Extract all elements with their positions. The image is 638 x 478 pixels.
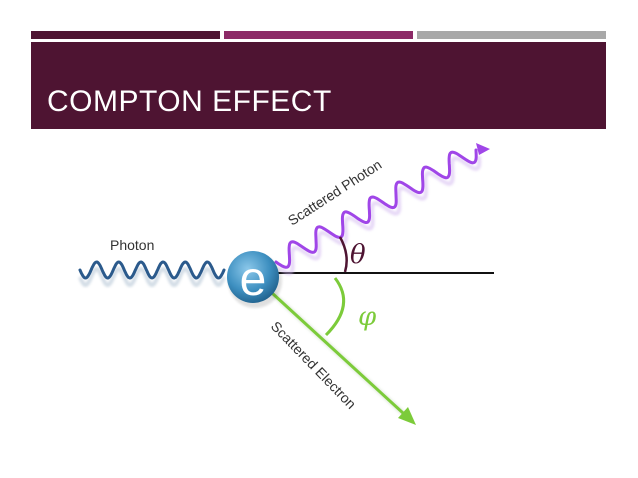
scattered-photon-shadow <box>277 155 482 276</box>
incoming-photon-label: Photon <box>110 237 154 253</box>
scattered-photon-arrowhead <box>476 143 490 155</box>
scattered-electron-arrowhead <box>398 407 416 425</box>
slide-title: COMPTON EFFECT <box>47 85 332 118</box>
phi-arc <box>324 277 346 337</box>
accent-bar-dark <box>31 31 220 39</box>
incoming-photon-wave <box>78 260 226 280</box>
scattered-photon-wave <box>274 148 478 269</box>
electron-icon <box>227 251 279 303</box>
electron-symbol: e <box>240 253 267 306</box>
title-band: COMPTON EFFECT <box>31 42 606 129</box>
accent-bar-purple <box>224 31 413 39</box>
incoming-photon-shadow <box>78 266 226 288</box>
theta-arc <box>338 236 348 273</box>
scattered-electron-path <box>270 291 405 415</box>
accent-bar-gray <box>417 31 606 39</box>
phi-symbol: φ <box>358 302 377 332</box>
theta-symbol: θ <box>350 240 366 270</box>
